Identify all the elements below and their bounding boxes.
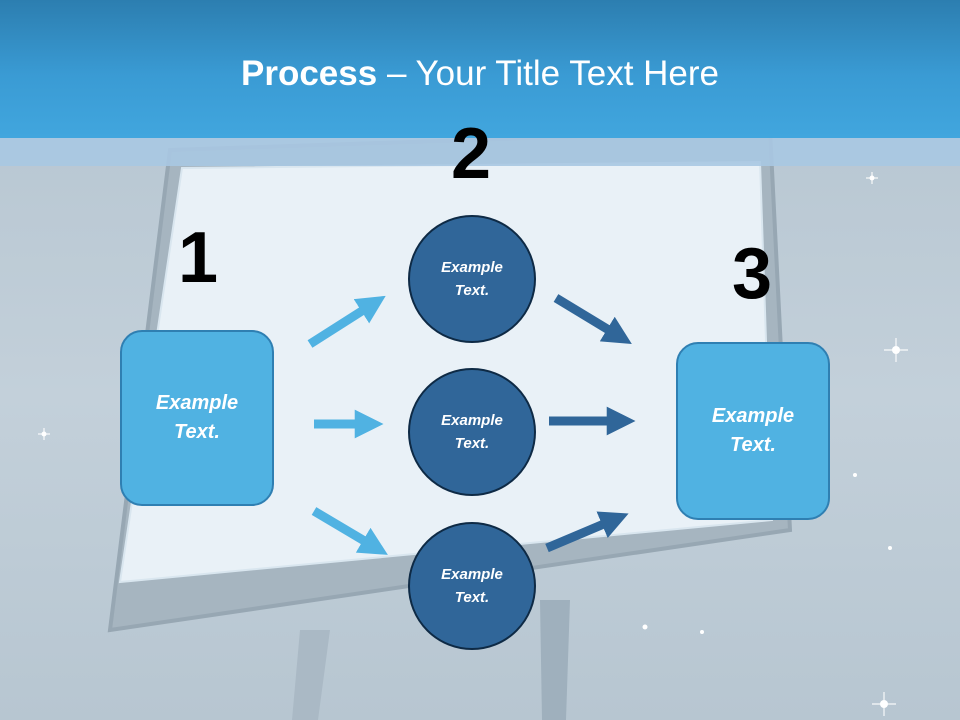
step-1-number: 1 bbox=[178, 218, 219, 298]
arrow-bottom-to-step3 bbox=[545, 511, 629, 553]
slide-title: Process – Your Title Text Here bbox=[0, 52, 960, 96]
circle-middle: Example Text. bbox=[408, 368, 536, 496]
title-rest: – Your Title Text Here bbox=[377, 54, 719, 93]
step-3-box: Example Text. bbox=[676, 342, 830, 520]
step-3-number: 3 bbox=[732, 234, 773, 314]
step-1-box: Example Text. bbox=[120, 330, 274, 506]
step-2-number: 2 bbox=[451, 114, 492, 194]
circle-top: Example Text. bbox=[408, 215, 536, 343]
title-bold: Process bbox=[241, 54, 378, 93]
arrow-step1-to-top bbox=[307, 295, 386, 348]
arrow-top-to-step3 bbox=[553, 294, 632, 344]
title-bar-band bbox=[0, 138, 960, 166]
arrow-step1-to-bottom bbox=[311, 507, 388, 555]
circle-bottom: Example Text. bbox=[408, 522, 536, 650]
title-bar bbox=[0, 0, 960, 138]
